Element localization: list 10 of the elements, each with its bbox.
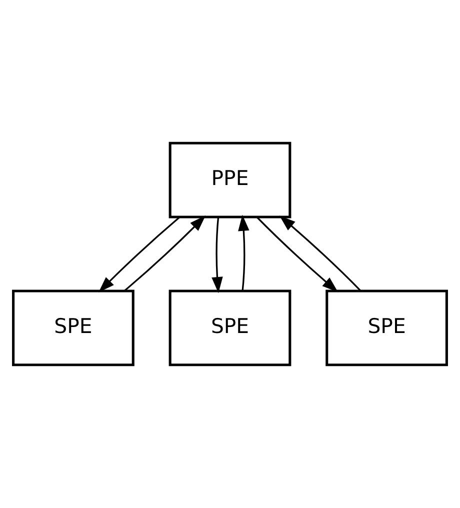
arrow — [212, 217, 223, 294]
arrow — [124, 215, 206, 292]
arrow — [98, 216, 180, 292]
arrow — [279, 216, 362, 292]
node-box: SPE — [12, 290, 134, 366]
node-box: SPE — [168, 290, 292, 366]
node-box: PPE — [168, 142, 292, 218]
arrow — [238, 214, 250, 291]
arrow — [256, 216, 338, 292]
node-box: SPE — [326, 290, 448, 366]
